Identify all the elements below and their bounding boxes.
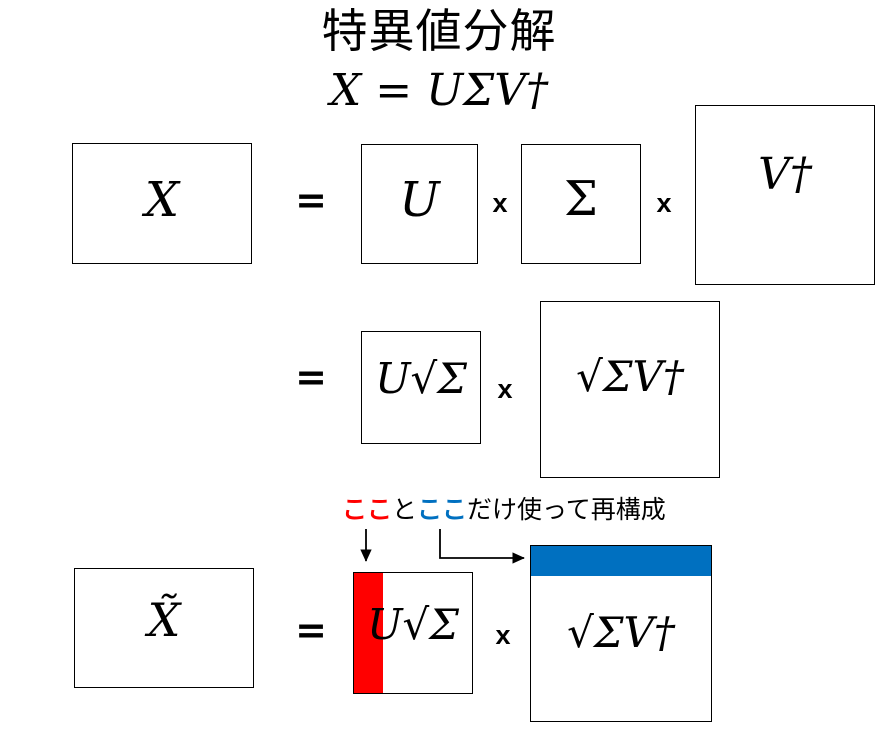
- matrix-box-sqrt-sigma-vt: √ΣV†: [540, 301, 720, 478]
- title-formula: X = UΣV†: [329, 65, 549, 116]
- matrix-box-x-tilde: X̃: [74, 568, 254, 688]
- page-title: 特異値分解: [321, 4, 557, 58]
- equals-sign-row2: =: [295, 355, 327, 399]
- matrix-label-u: U: [399, 172, 440, 228]
- matrix-box-vt: V†: [695, 105, 875, 285]
- arrow-to-blue-row: [439, 529, 525, 564]
- times-sign-row1-b: x: [656, 188, 672, 218]
- annotation-here-blue: ここ: [417, 495, 468, 524]
- times-sign-row3: x: [495, 620, 511, 650]
- annotation-here-red: ここ: [342, 495, 393, 524]
- times-sign-row2: x: [497, 374, 513, 404]
- annotation-text: こことここだけ使って再構成: [342, 497, 666, 522]
- matrix-label-sqrt-sigma-vt: √ΣV†: [576, 352, 684, 401]
- matrix-label-x: X: [144, 172, 180, 228]
- annotation-tail: だけ使って再構成: [467, 495, 666, 524]
- matrix-box-u: U: [361, 144, 478, 264]
- matrix-label-sqrt-sigma-vt-faded: √ΣV†: [567, 608, 675, 657]
- matrix-label-vt: V†: [758, 149, 812, 200]
- matrix-label-u-sqrt-sigma: U√Σ: [375, 354, 467, 403]
- blue-row-highlight: [531, 546, 711, 576]
- matrix-box-u-sqrt-sigma-truncated: U√Σ: [353, 572, 473, 694]
- matrix-box-sigma: Σ: [521, 144, 641, 264]
- matrix-box-sqrt-sigma-vt-truncated: √ΣV†: [530, 545, 712, 722]
- equals-sign-row1: =: [295, 178, 327, 222]
- times-sign-row1-a: x: [492, 188, 508, 218]
- equals-sign-row3: =: [295, 608, 327, 652]
- annotation-conjunction: と: [392, 495, 418, 524]
- matrix-box-x: X: [72, 143, 252, 264]
- matrix-box-u-sqrt-sigma: U√Σ: [361, 331, 481, 444]
- matrix-label-x-tilde: X̃: [147, 593, 181, 647]
- matrix-label-sigma: Σ: [564, 171, 598, 227]
- red-column-highlight: [354, 573, 383, 693]
